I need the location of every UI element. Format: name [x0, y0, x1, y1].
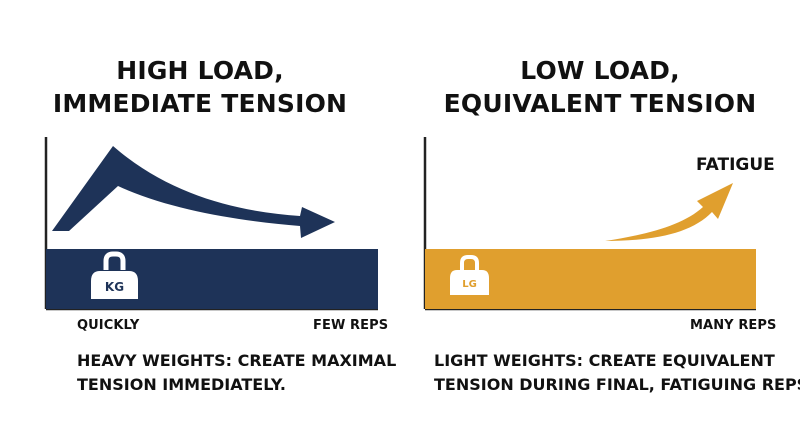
high-load-panel: HIGH LOAD, IMMEDIATE TENSION KG QUICKLY … — [0, 54, 400, 397]
high-load-caption-line1: HEAVY WEIGHTS: CREATE MAXIMAL — [77, 351, 397, 370]
high-load-caption-line2: TENSION IMMEDIATELY. — [77, 375, 286, 394]
fatigue-arrow — [605, 183, 733, 241]
high-load-caption: HEAVY WEIGHTS: CREATE MAXIMAL TENSION IM… — [77, 349, 396, 397]
kg-kettlebell-icon — [91, 251, 138, 299]
low-load-title-line1: LOW LOAD, — [520, 56, 680, 85]
kg-weight-label: KG — [105, 280, 124, 294]
quickly-label: QUICKLY — [77, 318, 140, 333]
low-load-title-line2: EQUIVALENT TENSION — [443, 89, 757, 118]
fatigue-label: FATIGUE — [696, 155, 775, 175]
high-load-tension-arrow — [52, 146, 335, 238]
low-load-caption-line1: LIGHT WEIGHTS: CREATE EQUIVALENT — [434, 351, 775, 370]
lg-weight-label: LG — [462, 279, 477, 290]
high-load-title-line2: IMMEDIATE TENSION — [52, 89, 348, 118]
high-load-title: HIGH LOAD, IMMEDIATE TENSION — [0, 54, 400, 120]
high-load-graph: KG — [44, 137, 378, 311]
lg-kettlebell-icon — [450, 255, 489, 295]
low-load-caption-line2: TENSION DURING FINAL, FATIGUING REPS. — [434, 375, 800, 394]
low-load-caption: LIGHT WEIGHTS: CREATE EQUIVALENT TENSION… — [434, 349, 800, 397]
few-reps-label: FEW REPS — [313, 318, 389, 333]
low-load-graph: LG — [423, 137, 756, 311]
many-reps-label: MANY REPS — [690, 318, 777, 333]
low-load-title: LOW LOAD, EQUIVALENT TENSION — [400, 54, 800, 120]
low-load-panel: LOW LOAD, EQUIVALENT TENSION LG FATIGUE … — [400, 0, 800, 447]
high-load-title-line1: HIGH LOAD, — [116, 56, 284, 85]
